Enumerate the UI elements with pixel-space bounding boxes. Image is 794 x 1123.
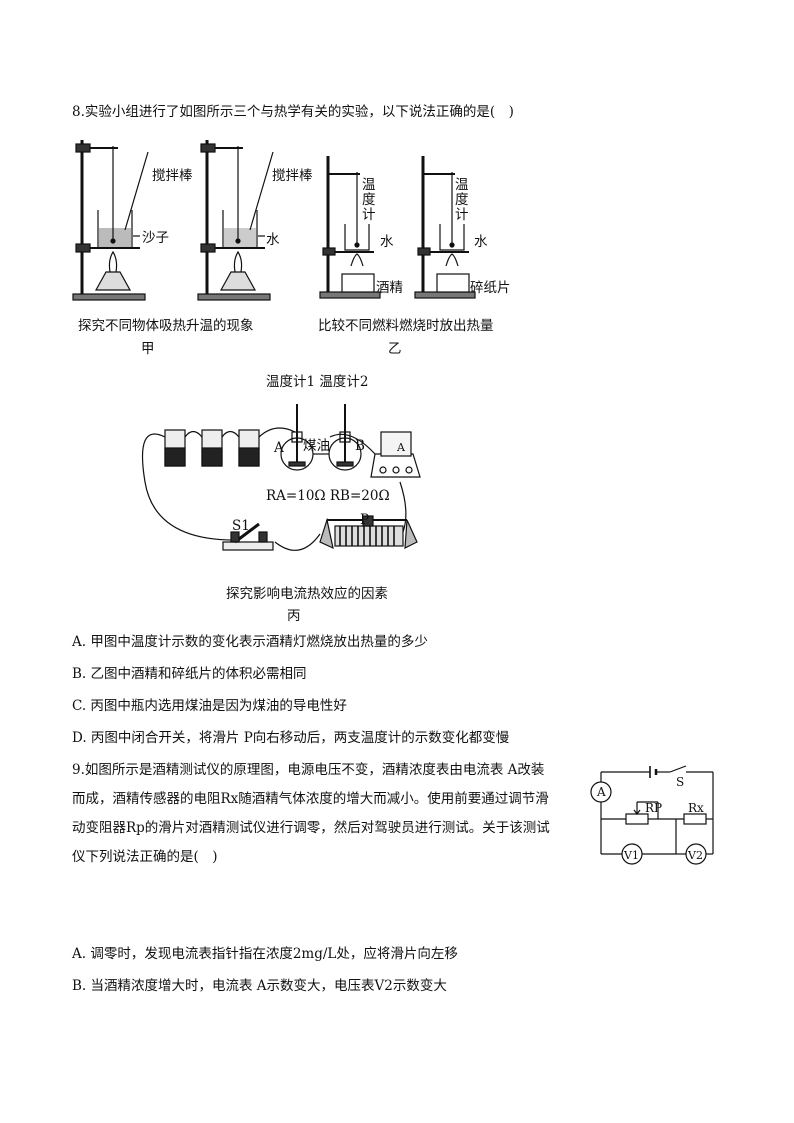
q8-option-a: A. 甲图中温度计示数的变化表示酒精灯燃烧放出热量的多少 [72, 634, 428, 650]
label-flask-b: B [355, 438, 365, 454]
q8-option-b: B. 乙图中酒精和碎纸片的体积必需相同 [72, 666, 307, 682]
caption-bing: 探究影响电流热效应的因素 [226, 586, 388, 602]
circuit-label-rx: Rx [688, 801, 704, 815]
label-resistances: RA=10Ω RB=20Ω [266, 488, 390, 504]
figure-yi [319, 156, 476, 299]
label-switch-s1: S1 [232, 518, 250, 534]
circuit-label-ammeter: A [597, 785, 606, 799]
q9-stem-line-2: 而成，酒精传感器的电阻Rx随酒精气体浓度的增大而减小。使用前要通过调节滑 [72, 791, 549, 807]
label-flask-a: A [274, 440, 284, 456]
figure-jia [72, 140, 274, 301]
q8-option-c: C. 丙图中瓶内选用煤油是因为煤油的导电性好 [72, 698, 347, 714]
label-thermometers-1-2: 温度计1 温度计2 [266, 374, 369, 390]
caption-bing-letter: 丙 [287, 608, 301, 624]
q9-option-a: A. 调零时，发现电流表指针指在浓度2mg/L处，应将滑片向左移 [72, 946, 458, 962]
label-water-jia: 水 [266, 232, 280, 248]
q9-stem-line-4: 仪下列说法正确的是( ) [72, 849, 218, 865]
q8-option-d: D. 丙图中闭合开关，将滑片 P向右移动后，两支温度计的示数变化都变慢 [72, 730, 510, 746]
label-sand: 沙子 [142, 230, 169, 246]
circuit-label-v1: V1 [624, 849, 639, 862]
label-paper-scraps: 碎纸片 [470, 280, 511, 296]
circuit-label-switch: S [676, 775, 685, 789]
q9-option-b: B. 当酒精浓度增大时，电流表 A示数变大，电压表V2示数变大 [72, 978, 447, 994]
circuit-label-rp: RP [645, 801, 663, 815]
caption-yi-letter: 乙 [388, 341, 402, 357]
label-ammeter-bing: A [397, 441, 405, 454]
label-stir-rod-2: 搅拌棒 [272, 168, 313, 184]
figure-q9-circuit [590, 765, 714, 865]
q9-stem-line-3: 动变阻器Rp的滑片对酒精测试仪进行调零，然后对驾驶员进行测试。关于该测试 [72, 820, 550, 836]
figure-bing [141, 404, 421, 551]
q9-stem-line-1: 9.如图所示是酒精测试仪的原理图，电源电压不变，酒精浓度表由电流表 A改装 [72, 762, 545, 778]
label-water-yi-2: 水 [474, 234, 488, 250]
label-thermometer-1: 温度计 [362, 177, 376, 223]
q8-stem: 8.实验小组进行了如图所示三个与热学有关的实验，以下说法正确的是( ) [72, 104, 514, 120]
label-water-yi-1: 水 [380, 234, 394, 250]
label-stir-rod-1: 搅拌棒 [152, 168, 193, 184]
label-slider-p: P [360, 512, 370, 528]
label-thermometer-2: 温度计 [455, 177, 469, 223]
label-alcohol: 酒精 [376, 280, 403, 296]
caption-jia-letter: 甲 [141, 341, 155, 357]
caption-jia: 探究不同物体吸热升温的现象 [78, 318, 254, 334]
caption-yi: 比较不同燃料燃烧时放出热量 [318, 318, 494, 334]
label-kerosene: 煤油 [303, 438, 330, 454]
circuit-label-v2: V2 [688, 849, 703, 862]
